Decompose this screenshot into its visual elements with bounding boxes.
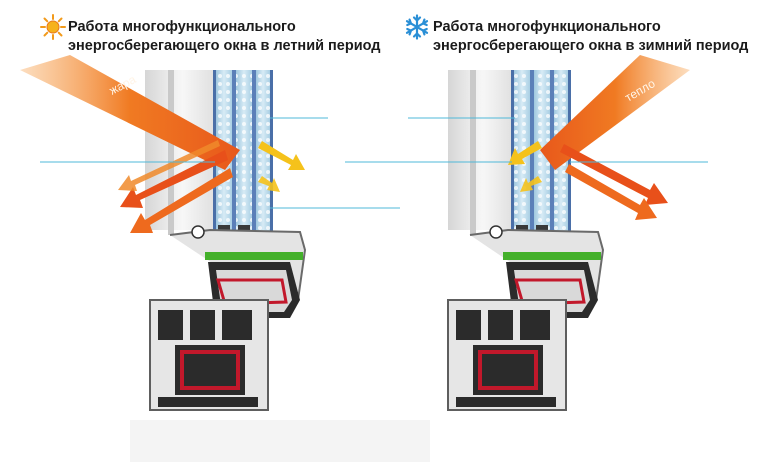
winter-title: Работа многофункционального энергосберег… xyxy=(433,18,748,56)
winter-window-section: тепло xyxy=(345,55,708,411)
winter-title-line1: Работа многофункционального xyxy=(433,19,661,35)
winter-pass-arrows xyxy=(508,141,542,192)
winter-frame-upper xyxy=(448,70,518,230)
summer-pass-arrows xyxy=(258,141,305,192)
floor-reflection xyxy=(130,420,430,462)
summer-frame-profile xyxy=(149,225,307,411)
summer-window-section: жара xyxy=(20,55,400,411)
summer-title-line1: Работа многофункционального xyxy=(68,19,296,35)
winter-frame-edge xyxy=(470,70,476,235)
winter-reflect-arrows xyxy=(560,144,668,220)
summer-heat-arrow xyxy=(20,55,240,170)
summer-title-line2: энергосберегающего окна в летний период xyxy=(68,38,381,54)
winter-title-line2: энергосберегающего окна в зимний период xyxy=(433,38,749,54)
snowflake-icon xyxy=(405,14,429,40)
winter-frame-profile xyxy=(447,225,605,411)
winter-heat-arrow xyxy=(540,55,690,170)
sun-icon xyxy=(40,14,66,40)
summer-title: Работа многофункционального энергосберег… xyxy=(68,18,381,56)
summer-frame-edge xyxy=(168,70,174,235)
summer-reflect-arrows xyxy=(118,140,233,233)
